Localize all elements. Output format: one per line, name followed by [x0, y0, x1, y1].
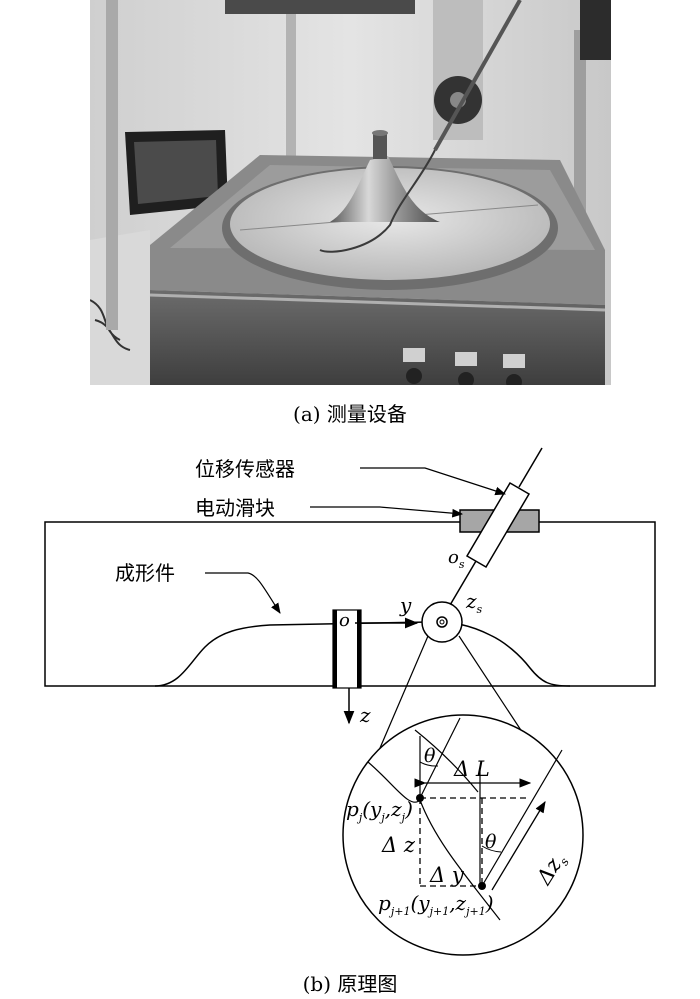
knob-1 [406, 368, 422, 384]
origin-post-left [333, 610, 337, 688]
magnified-profile-curve [367, 761, 501, 921]
label-theta-mid: θ [485, 831, 497, 853]
bench-left [90, 230, 150, 385]
displacement-sensor-body [465, 481, 531, 569]
cables-left [90, 299, 131, 351]
monitor-screen [134, 140, 218, 204]
contact-wheel [421, 601, 463, 643]
formed-part-top [373, 133, 387, 159]
label-y-axis: y [399, 593, 412, 617]
knob-3 [506, 374, 522, 385]
front-panel-edge [149, 293, 606, 312]
delta-zs-arrow [491, 800, 546, 891]
contact-point-outer [436, 616, 448, 628]
contact-point-inner [439, 619, 445, 625]
label-pj1: pj+1(yj+1,zj+1) [378, 891, 494, 918]
theta-arc-top [419, 761, 439, 767]
equipment-photo [90, 0, 611, 385]
gauge-3 [503, 354, 525, 368]
label-delta-y: Δ y [429, 863, 465, 887]
label-formed-part: 成形件 [115, 561, 175, 585]
magnified-view-circle [342, 714, 584, 956]
label-delta-z: Δ z [381, 833, 416, 857]
label-os: os [448, 547, 465, 571]
formed-part-cap [372, 130, 388, 136]
label-electric-slider: 电动滑块 [195, 496, 275, 520]
slider-leader [310, 506, 464, 518]
part-leader [205, 572, 281, 614]
frame-post-center [286, 0, 296, 170]
caption-a: (a) 测量设备 [293, 402, 407, 426]
formed-part-profile [154, 621, 571, 687]
label-delta-l: Δ L [453, 757, 490, 781]
frame-post-left [106, 0, 118, 330]
label-origin: o [339, 610, 350, 631]
gauge-1 [403, 348, 425, 362]
point-pj [416, 794, 424, 802]
label-displacement-sensor: 位移传感器 [195, 457, 295, 481]
right-cabinet [580, 0, 611, 60]
formed-part-dome [330, 156, 440, 222]
sensor-dir-line-2 [481, 749, 563, 887]
sensor-leader [360, 467, 507, 496]
label-pj: pj(yj,zj) [346, 797, 413, 824]
label-theta-top: θ [424, 745, 436, 767]
top-bar [225, 0, 415, 14]
sensor-rod-top [518, 447, 543, 488]
origin-post-right [357, 610, 361, 688]
theta-arc-mid [481, 845, 502, 853]
caption-b: (b) 原理图 [302, 972, 398, 996]
sensor-cable [319, 149, 436, 253]
principle-diagram: 位移传感器 电动滑块 成形件 os zs y o z θ θ Δ L Δ z Δ… [44, 447, 656, 956]
knob-2 [458, 372, 474, 385]
label-zs: zs [465, 589, 483, 616]
point-pj1 [478, 882, 486, 890]
gauge-2 [455, 352, 477, 366]
sensor-probe [433, 0, 522, 151]
front-panel [150, 290, 605, 385]
label-z-axis: z [359, 703, 371, 727]
